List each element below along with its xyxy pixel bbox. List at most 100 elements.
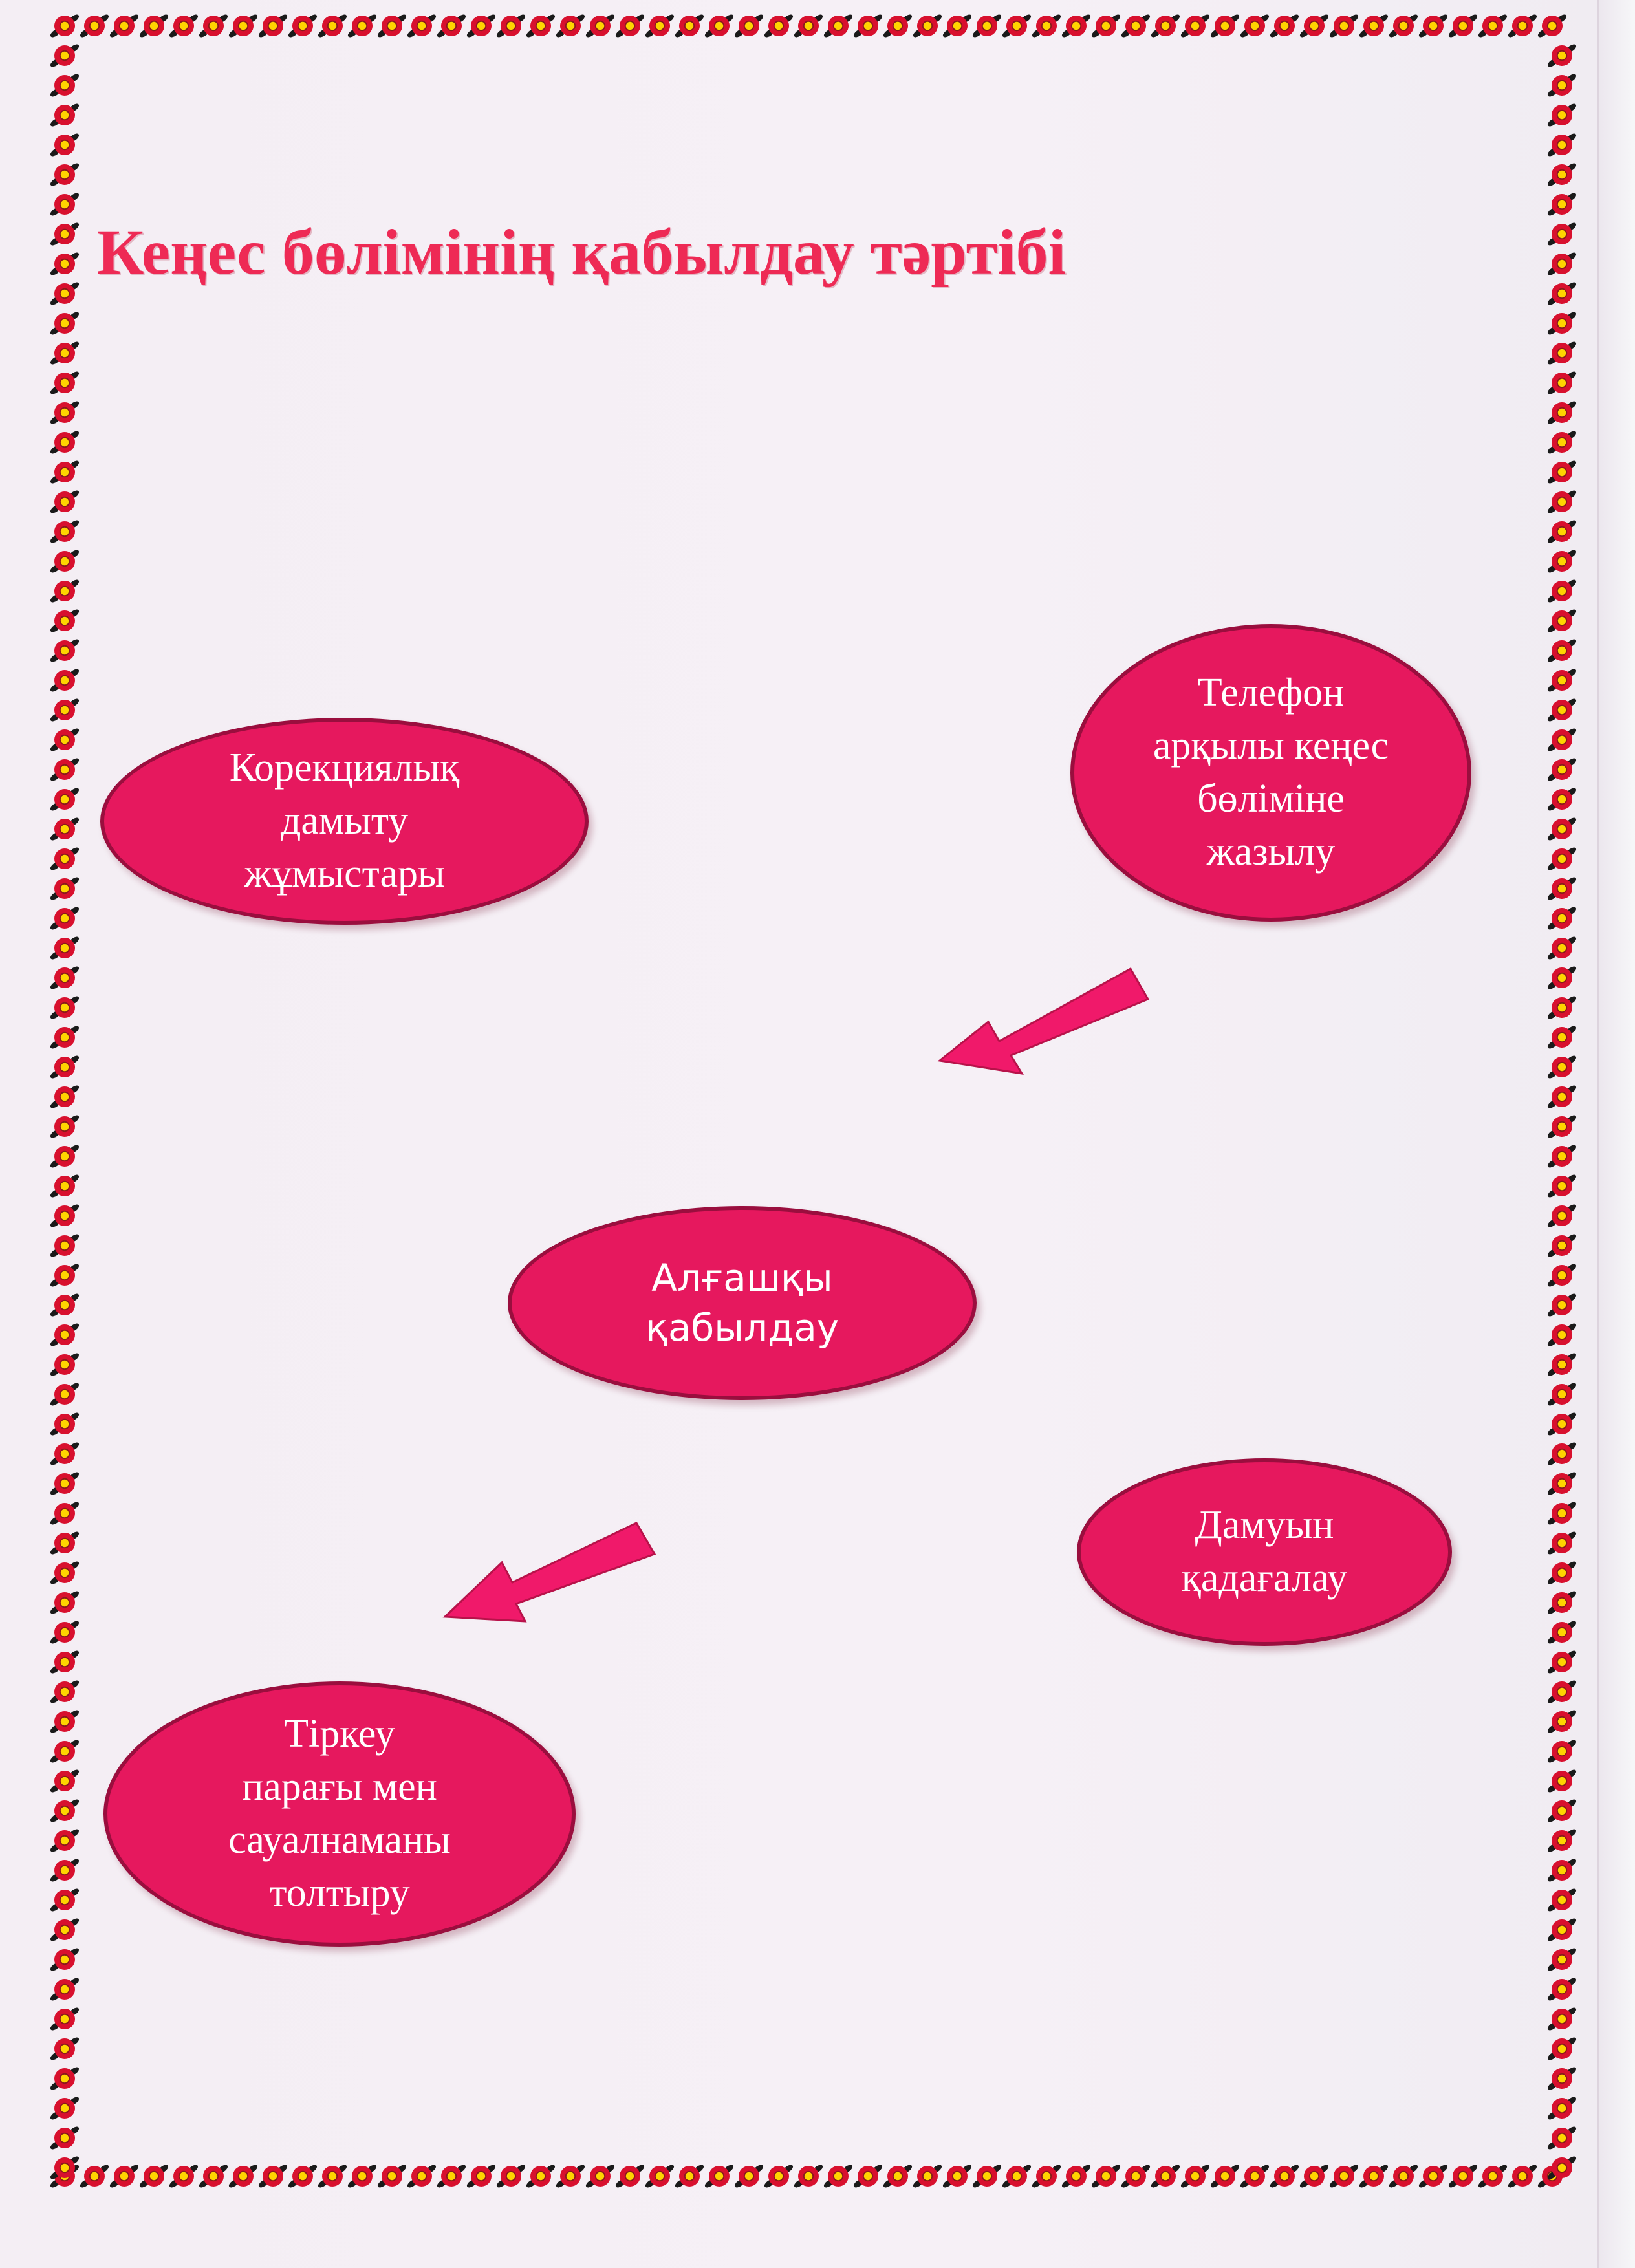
flower-ornament-icon [1389,2165,1418,2188]
flower-ornament-icon [1032,2165,1061,2188]
flower-ornament-icon [1547,1948,1577,1971]
flower-ornament-icon [50,817,80,841]
flower-ornament-icon [1547,609,1577,632]
flower-ornament-icon [347,14,377,38]
flower-ornament-icon [50,758,80,781]
flower-ornament-icon [1547,222,1577,246]
flower-ornament-icon [1547,936,1577,960]
flower-ornament-icon [1210,14,1240,38]
flower-ornament-icon [1299,2165,1329,2188]
flower-ornament-icon [50,222,80,246]
flower-ornament-icon [496,14,526,38]
flower-ornament-icon [913,14,942,38]
flower-ornament-icon [526,14,556,38]
flower-ornament-icon [50,1502,80,1525]
flower-ornament-icon [1418,14,1448,38]
flower-ornament-icon [1547,1502,1577,1525]
flower-ornament-icon [50,1829,80,1852]
flower-ornament-icon [1448,14,1478,38]
flower-ornament-icon [1002,2165,1032,2188]
flower-ornament-icon [645,2165,675,2188]
flower-ornament-icon [50,1145,80,1168]
flower-ornament-icon [50,1174,80,1198]
flower-ornament-icon [1547,103,1577,127]
flower-ornament-icon [50,1650,80,1674]
flower-ornament-icon [437,14,466,38]
flower-ornament-icon [139,14,169,38]
flower-ornament-icon [50,1293,80,1317]
flower-ornament-icon [50,728,80,751]
flower-ornament-icon [1547,460,1577,484]
flower-ornament-icon [50,788,80,811]
flower-ornament-icon [1547,252,1577,275]
flower-ornament-icon [585,2165,615,2188]
flower-ornament-icon [109,2165,139,2188]
flower-ornament-icon [407,14,437,38]
flower-ornament-icon [1547,1174,1577,1198]
flower-ornament-icon [50,401,80,424]
flower-ornament-icon [1547,401,1577,424]
flower-ornament-icon [228,2165,258,2188]
flower-ornament-icon [1547,1383,1577,1406]
flower-ornament-icon [1547,193,1577,216]
flower-ornament-icon [466,2165,496,2188]
flower-ornament-icon [50,1591,80,1614]
flower-ornament-icon [1547,1026,1577,1049]
flower-ornament-icon [1547,1323,1577,1346]
flower-ornament-icon [80,2165,109,2188]
flower-ornament-icon [50,163,80,186]
flower-ornament-icon [50,1978,80,2001]
flower-ornament-icon [1547,579,1577,603]
flower-ornament-icon [50,2156,80,2179]
flower-ornament-icon [1547,1145,1577,1168]
flower-ornament-icon [139,2165,169,2188]
flower-ornament-icon [288,14,318,38]
flower-ornament-icon [50,2037,80,2060]
flower-ornament-icon [50,2007,80,2031]
flower-ornament-icon [50,639,80,662]
flower-ornament-icon [50,14,80,38]
flower-ornament-icon [1547,1918,1577,1941]
flower-ornament-icon [1547,1293,1577,1317]
flower-ornament-icon [1547,639,1577,662]
flower-ornament-icon [1547,1859,1577,1882]
flower-ornament-icon [1547,1055,1577,1079]
flower-ornament-icon [1547,669,1577,692]
flower-ornament-icon [1418,2165,1448,2188]
node-correction-work-label: Корекциялық дамыту жұмыстары [229,746,460,896]
flower-ornament-icon [972,14,1002,38]
flower-ornament-icon [734,14,764,38]
flower-ornament-icon [258,2165,288,2188]
flower-ornament-icon [1547,2037,1577,2060]
node-initial-reception-label: Алғашқы қабылдау [645,1256,839,1350]
flower-ornament-icon [1547,1740,1577,1763]
flower-ornament-icon [50,431,80,454]
flower-ornament-icon [1547,758,1577,781]
flower-ornament-icon [734,2165,764,2188]
flower-ornament-icon [1547,1442,1577,1465]
flower-ornament-icon [50,1442,80,1465]
flower-ornament-icon [1270,14,1299,38]
flower-ornament-icon [50,1026,80,1049]
flower-ornament-icon [853,14,883,38]
flower-ornament-icon [704,2165,734,2188]
flower-ornament-icon [1359,14,1389,38]
flower-ornament-icon [377,14,407,38]
flower-ornament-icon [942,2165,972,2188]
flower-ornament-icon [1547,550,1577,573]
flower-ornament-icon [1547,1264,1577,1287]
flower-ornament-icon [1547,2097,1577,2120]
flower-ornament-icon [1329,2165,1359,2188]
flower-ornament-icon [645,14,675,38]
flower-ornament-icon [1547,371,1577,394]
flower-ornament-icon [1547,341,1577,365]
flower-ornament-icon [50,669,80,692]
flower-ornament-icon [1547,133,1577,157]
flower-ornament-icon [50,698,80,722]
flower-ornament-icon [1547,2156,1577,2179]
flower-ornament-icon [1547,817,1577,841]
flower-ornament-icon [347,2165,377,2188]
node-correction-work: Корекциялық дамыту жұмыстары [100,718,589,925]
flower-ornament-icon [1240,14,1270,38]
